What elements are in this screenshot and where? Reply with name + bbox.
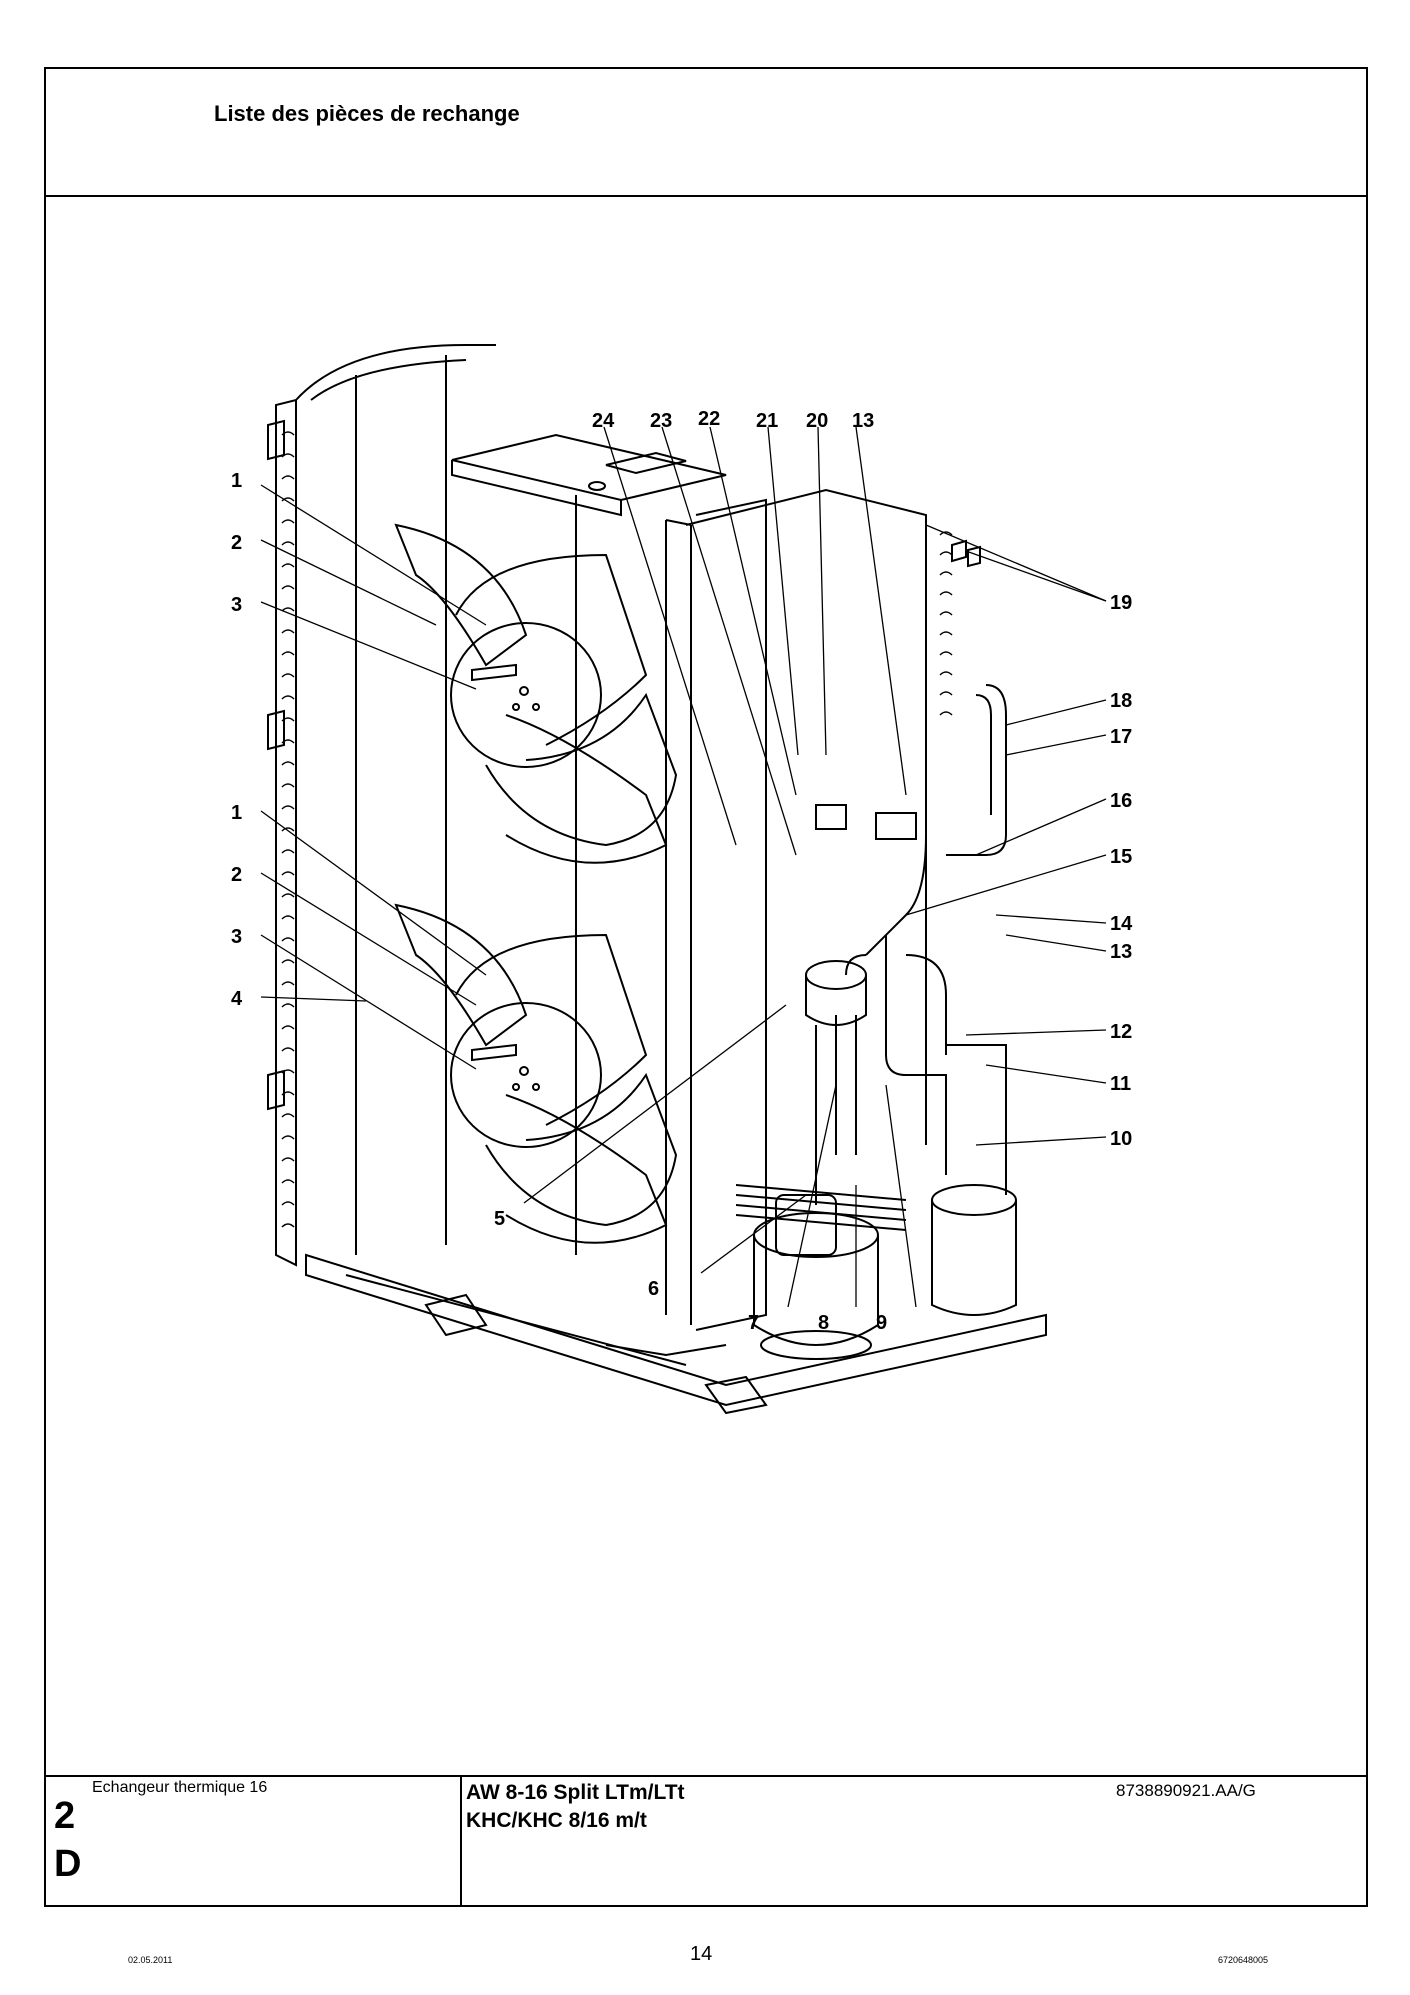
page-frame: Liste des pièces de rechange (44, 67, 1368, 1907)
section-letter: D (54, 1843, 82, 1885)
callout-18: 18 (1110, 690, 1132, 712)
footer-row: Echangeur thermique 16 2 D AW 8-16 Split… (46, 1775, 1366, 1905)
model-line-2: KHC/KHC 8/16 m/t (466, 1809, 647, 1832)
drawing-reference: 8738890921.AA/G (1116, 1781, 1256, 1800)
page-number: 14 (690, 1943, 713, 1965)
callout-12: 12 (1110, 1021, 1132, 1043)
leader-lines (260, 426, 1107, 1308)
top-cover (451, 433, 727, 502)
callout-23: 23 (650, 410, 672, 432)
model-line-1: AW 8-16 Split LTm/LTt (466, 1781, 685, 1804)
callout-13-side: 13 (1110, 941, 1132, 963)
callout-21: 21 (756, 410, 778, 432)
callout-8: 8 (818, 1312, 829, 1334)
callout-3-upper: 3 (231, 594, 242, 616)
callout-13-top: 13 (852, 410, 874, 432)
callout-5: 5 (494, 1208, 505, 1230)
callout-numbers: 24 23 22 21 20 13 1 2 3 1 2 3 4 19 18 17… (231, 408, 1133, 1334)
callout-9: 9 (876, 1312, 887, 1334)
callout-1-upper: 1 (231, 470, 242, 492)
callout-19: 19 (1110, 592, 1132, 614)
compressor (753, 1212, 879, 1360)
callout-6: 6 (648, 1278, 659, 1300)
section-cell: Echangeur thermique 16 2 D (46, 1777, 462, 1905)
document-number: 6720648005 (1218, 1955, 1269, 1965)
callout-16: 16 (1110, 790, 1132, 812)
fan-lower (394, 903, 678, 1244)
fan-upper (394, 523, 678, 864)
section-number: 2 (54, 1795, 76, 1837)
callout-14: 14 (1110, 913, 1133, 935)
callout-2-lower: 2 (231, 864, 242, 886)
exploded-drawing-area: 24 23 22 21 20 13 1 2 3 1 2 3 4 19 18 17… (46, 195, 1366, 1800)
callout-4: 4 (231, 988, 243, 1010)
header-row: Liste des pièces de rechange (46, 69, 1366, 197)
receiver (931, 1184, 1017, 1316)
callout-17: 17 (1110, 726, 1132, 748)
section-name: Echangeur thermique 16 (92, 1779, 268, 1796)
callout-11: 11 (1110, 1073, 1131, 1095)
exploded-view-drawing: 24 23 22 21 20 13 1 2 3 1 2 3 4 19 18 17… (231, 344, 1133, 1415)
callout-15: 15 (1110, 846, 1132, 868)
callout-24: 24 (592, 410, 615, 432)
callout-1-lower: 1 (231, 802, 242, 824)
page-title: Liste des pièces de rechange (214, 101, 520, 126)
callout-20: 20 (806, 410, 828, 432)
base-tray (305, 1253, 1047, 1407)
callout-7: 7 (748, 1312, 759, 1334)
print-date: 02.05.2011 (128, 1955, 173, 1965)
callout-10: 10 (1110, 1128, 1132, 1150)
callout-22: 22 (698, 408, 720, 430)
callout-3-lower: 3 (231, 926, 242, 948)
callout-2-upper: 2 (231, 532, 242, 554)
coil-frame (275, 398, 297, 1267)
